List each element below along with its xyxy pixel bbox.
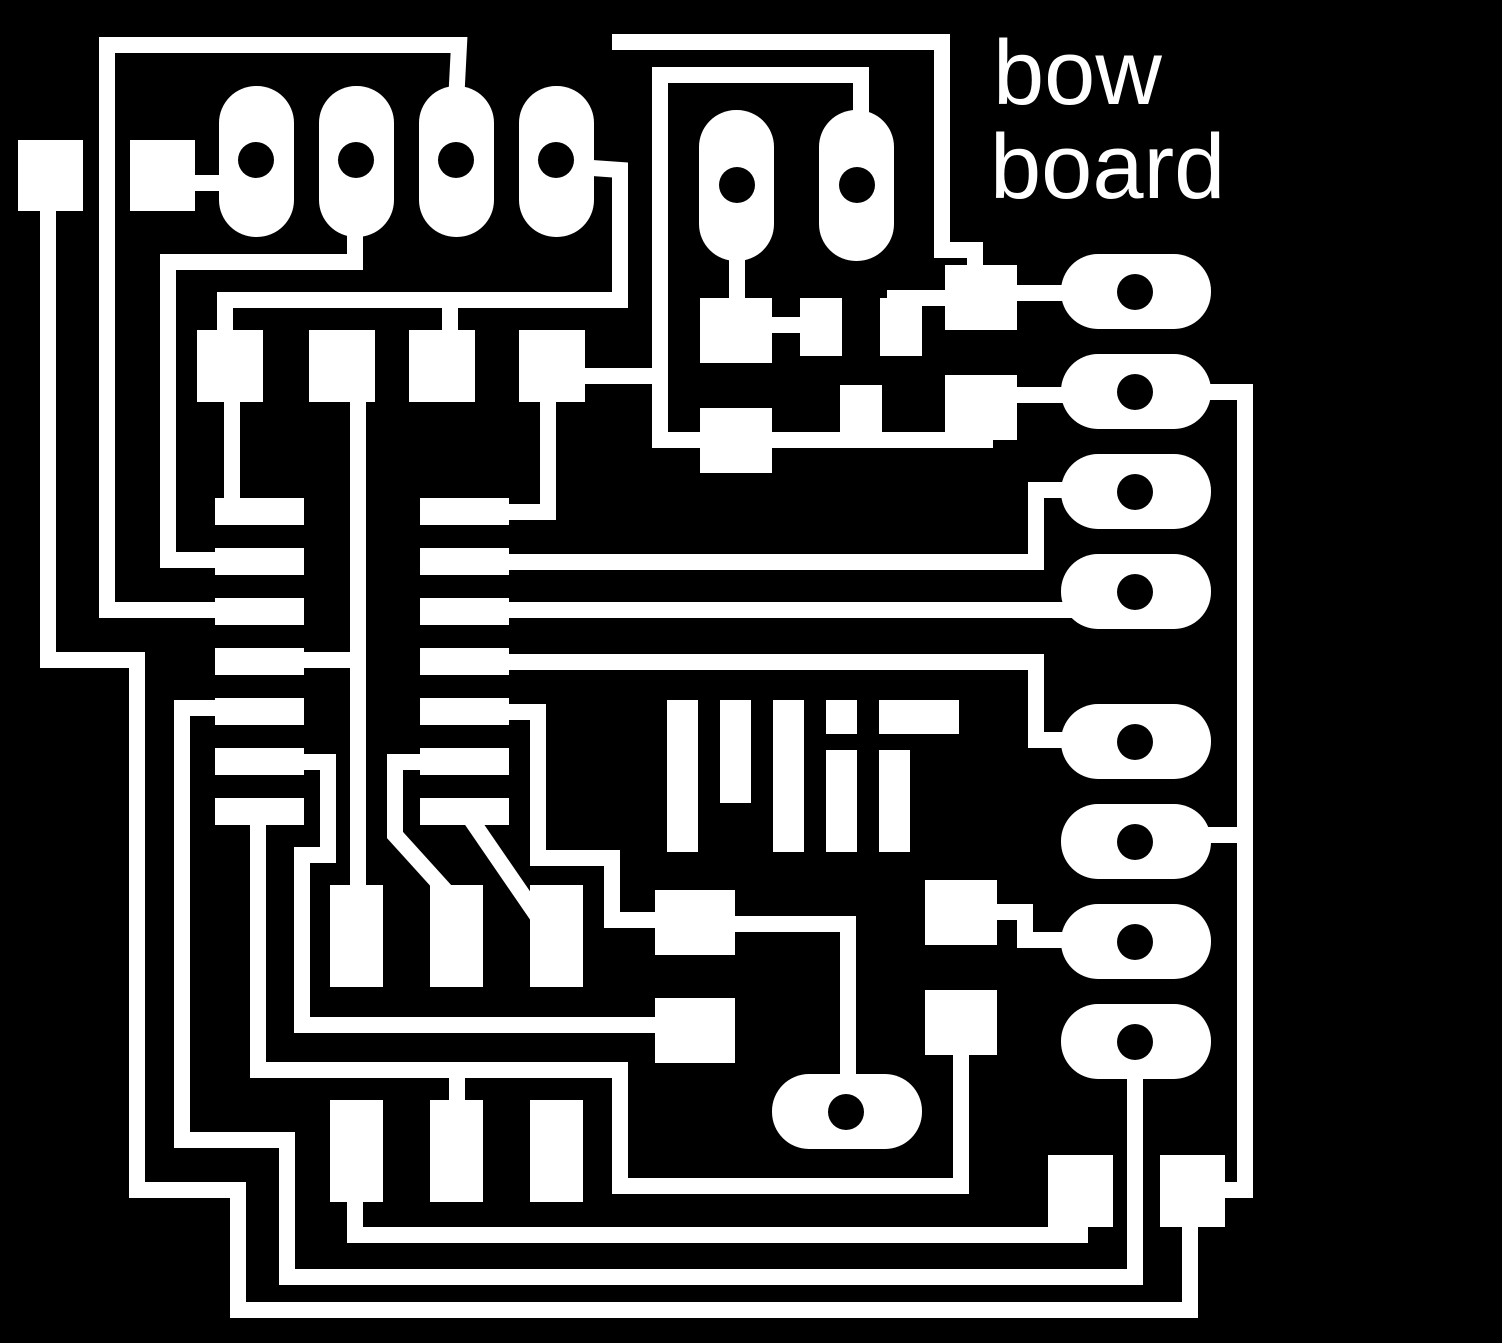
square-pad	[655, 998, 735, 1063]
soic-pad	[420, 598, 509, 625]
soic-pad	[215, 648, 304, 675]
soic-pad	[215, 798, 304, 825]
square-pad	[840, 385, 882, 443]
mit-logo	[667, 700, 959, 852]
square-pad	[130, 140, 195, 211]
trace	[387, 754, 455, 900]
square-pad	[1160, 1155, 1225, 1227]
soic-pad	[215, 698, 304, 725]
drill-hole	[238, 142, 274, 178]
soic-pad	[420, 548, 509, 575]
trace	[99, 37, 468, 618]
trace	[250, 807, 969, 1194]
square-pad	[925, 990, 997, 1055]
soic-pad	[420, 748, 509, 775]
square-pad	[530, 1100, 583, 1202]
drill-hole	[1117, 824, 1153, 860]
square-pad	[655, 890, 735, 955]
soic-right-pads	[420, 498, 509, 825]
drill-hole	[1117, 374, 1153, 410]
soic-pad	[215, 748, 304, 775]
drill-hole	[1117, 474, 1153, 510]
square-pad	[330, 885, 383, 987]
board-label-line-2: board	[990, 116, 1225, 218]
square-pad	[519, 330, 585, 402]
drill-hole	[438, 142, 474, 178]
square-pad	[945, 375, 1017, 440]
square-pad	[880, 298, 922, 356]
square-pad	[700, 408, 772, 473]
soic-pad	[215, 548, 304, 575]
soic-pad	[215, 598, 304, 625]
square-pad	[800, 298, 842, 356]
soic-pad	[215, 498, 304, 525]
trace	[217, 159, 628, 353]
soic-pad	[420, 498, 509, 525]
square-pad	[430, 1100, 483, 1202]
trace	[612, 34, 983, 293]
trace	[174, 700, 1143, 1285]
square-pad	[530, 885, 583, 987]
board-label-line-1: bow	[993, 22, 1162, 124]
trace	[497, 704, 698, 928]
square-pad	[700, 298, 772, 363]
trace	[247, 754, 698, 1033]
square-pad	[409, 330, 475, 402]
drill-hole	[828, 1094, 864, 1130]
drill-hole	[1117, 274, 1153, 310]
square-pad	[330, 1100, 383, 1202]
square-pad	[925, 880, 997, 945]
drill-hole	[538, 142, 574, 178]
vertical-oval-pads	[219, 86, 894, 261]
drill-hole	[719, 167, 755, 203]
drill-hole	[1117, 924, 1153, 960]
drill-hole	[1117, 574, 1153, 610]
soic-pad	[420, 648, 509, 675]
square-pad	[309, 330, 375, 402]
horizontal-oval-pads	[772, 254, 1211, 1149]
drill-hole	[1117, 724, 1153, 760]
square-pad	[945, 265, 1017, 330]
trace	[160, 220, 363, 568]
trace	[652, 368, 723, 448]
drill-hole	[338, 142, 374, 178]
drill-hole	[1117, 1024, 1153, 1060]
soic-pad	[420, 698, 509, 725]
soic-pad	[420, 798, 509, 825]
trace	[40, 172, 1198, 1318]
square-pad	[430, 885, 483, 987]
square-pad	[197, 330, 263, 402]
square-pad	[18, 140, 83, 211]
trace	[727, 916, 856, 1108]
drill-hole	[839, 167, 875, 203]
soic-left-pads	[215, 498, 304, 825]
square-pad	[1048, 1155, 1113, 1227]
square-pads	[18, 140, 1225, 1227]
trace	[652, 67, 869, 384]
trace	[458, 806, 552, 932]
